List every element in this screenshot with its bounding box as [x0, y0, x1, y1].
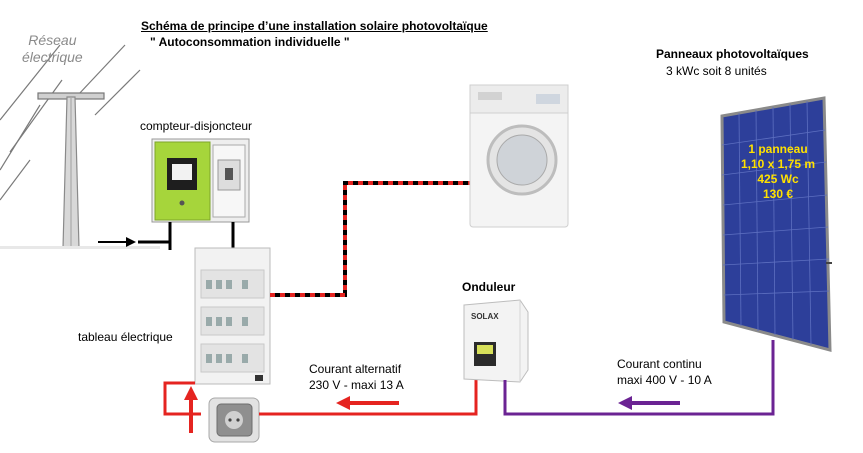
inverter-label: Onduleur	[462, 280, 516, 294]
dc-current-line1: Courant continu	[617, 357, 702, 371]
ac-current-line1: Courant alternatif	[309, 362, 402, 376]
diagram-subtitle: " Autoconsommation individuelle "	[150, 35, 350, 49]
dc-current-label: Courant continu maxi 400 V - 10 A	[617, 356, 712, 388]
ac-current-line2: 230 V - maxi 13 A	[309, 378, 404, 392]
diagram-title: Schéma de principe d’une installation so…	[141, 19, 488, 33]
panel-spec-power: 425 Wc	[757, 172, 799, 186]
dc-current-line2: maxi 400 V - 10 A	[617, 373, 712, 387]
solar-subtitle: 3 kWc soit 8 unités	[666, 64, 767, 78]
outlet-icon	[208, 397, 260, 443]
solar-panel-icon	[720, 96, 832, 352]
grid-label-line1: Réseau	[28, 32, 77, 48]
panel-spec-size: 1,10 x 1,75 m	[740, 157, 816, 171]
panel-spec-count: 1 panneau	[748, 142, 808, 156]
inverter-brand: SOLAX	[471, 312, 499, 321]
panel-board-label: tableau électrique	[78, 330, 173, 344]
electrical-panel-icon	[194, 247, 271, 385]
panel-specs: 1 panneau 1,10 x 1,75 m 425 Wc 130 €	[726, 142, 830, 202]
meter-breaker-icon	[151, 138, 250, 223]
panel-spec-price: 130 €	[762, 187, 794, 201]
ac-current-label: Courant alternatif 230 V - maxi 13 A	[309, 361, 404, 393]
solar-title: Panneaux photovoltaïques	[656, 47, 809, 61]
inverter-icon	[463, 299, 529, 383]
grid-label-line2: électrique	[22, 49, 83, 65]
grid-label: Réseau électrique	[22, 32, 83, 66]
meter-label: compteur-disjoncteur	[140, 119, 253, 133]
utility-pole-icon	[0, 44, 141, 249]
washing-machine-icon	[469, 84, 569, 228]
